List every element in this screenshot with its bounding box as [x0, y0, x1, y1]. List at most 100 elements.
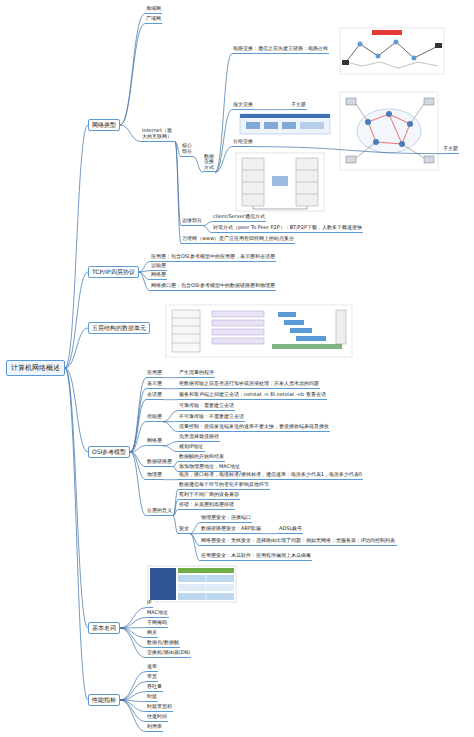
network-link: [410, 104, 424, 124]
topic-text: 物理层安全：连接端口: [201, 515, 251, 521]
sub-topic: 分层的意义: [146, 508, 173, 515]
topic-text: 可靠传输：需要建立会话: [179, 403, 234, 409]
wire: [253, 206, 254, 209]
table-divider: [206, 575, 207, 600]
topic-text: 规划IP地址: [179, 444, 204, 450]
topic-text: 基本名词: [92, 625, 116, 632]
branch-line: [130, 378, 146, 452]
switch-symbol: [412, 56, 417, 61]
branch-topic: TCP/IP四层协议: [88, 266, 139, 278]
topic-text: 应用层：包含OSI参考模型中的应用层，表示层和会话层: [151, 254, 275, 260]
branch-line: [173, 510, 178, 516]
branch-topic: 五层结构的数据单元: [88, 322, 150, 334]
branch-line: [254, 147, 442, 154]
topic-text: 流量控制：使得发送端发送的速率不要太快，要使接收端来得及接收: [179, 424, 329, 430]
topic-text: 有利于不同厂商的设备兼容: [179, 492, 239, 498]
header-block: [296, 336, 326, 341]
branch-line: [120, 692, 146, 700]
sub-topic: 表示层: [146, 381, 163, 388]
branch-topic: OSI参考模型: [88, 446, 130, 458]
topic-text: 会话层: [147, 392, 162, 398]
topic-text: 边缘部分: [182, 218, 202, 224]
topic-text: 运输层: [151, 263, 166, 269]
sub-topic: 流量控制：使得发送端发送的速率不要太快，要使接收端来得及接收: [178, 424, 330, 431]
topic-text: 电路交换：通信之前先建立链路：电路占线: [233, 46, 328, 52]
branch-line: [190, 534, 200, 561]
topic-text: 对等方式（peer To Peer P2P）：BT/P2P下载，人数多下载速度快: [213, 225, 362, 231]
topic-text: 网络层安全：无线安全：选择路由出现了问题：例如无网络；无服务器；IP访问控制列表: [201, 538, 396, 544]
topic-text: 吞吐量: [147, 684, 162, 690]
sub-topic: 局域网: [145, 6, 162, 13]
branch-line: [120, 700, 146, 712]
sub-topic: 带宽: [146, 674, 158, 681]
sub-topic: 子主题: [290, 102, 307, 109]
table-header: [178, 568, 234, 573]
sub-topic: 安全: [178, 526, 190, 533]
topic-text: 物理层: [147, 472, 162, 478]
switch-symbol: [358, 42, 363, 47]
packet-block: [264, 122, 278, 129]
layer-divider: [242, 194, 264, 195]
data-unit: [212, 338, 264, 344]
picture-frame: [148, 566, 236, 602]
sub-topic: 利用率: [146, 724, 163, 731]
message-switch-picture: [240, 114, 330, 134]
sub-topic: MAC地址: [146, 610, 169, 617]
sub-topic: 物理层安全：连接端口: [200, 515, 252, 522]
branch-line: [163, 446, 178, 452]
branch-line: [65, 328, 88, 368]
branch-line: [120, 672, 146, 700]
sub-topic: Internet（最大的互联网）: [141, 128, 175, 141]
branch-line: [120, 700, 146, 722]
branch-line: [203, 226, 212, 233]
topic-text: 网关: [147, 630, 157, 636]
topic-text: IP: [147, 600, 152, 606]
topic-text: ADSL拨号: [279, 526, 302, 532]
branch-line: [139, 272, 150, 291]
topic-text: 添加物理层地址，MAC地址: [179, 464, 240, 470]
branch-line: [163, 442, 178, 446]
sub-topic: 时延带宽积: [146, 704, 173, 711]
layer-divider: [172, 343, 200, 344]
sub-topic: 报文交换: [232, 102, 254, 109]
topic-text: 负责选择最佳路径: [179, 434, 219, 440]
circuit-link: [346, 62, 438, 68]
topic-text: 应用层: [147, 370, 162, 376]
branch-line: [65, 125, 88, 368]
host-symbol: [424, 98, 434, 105]
network-link: [368, 114, 410, 144]
topic-text: MAC地址: [147, 610, 168, 616]
branch-line: [254, 109, 290, 110]
data-unit: [212, 311, 264, 317]
network-cloud: [357, 109, 421, 153]
sub-topic: 数据包/数据帧: [146, 640, 180, 647]
sub-topic: 网络层安全：无线安全：选择路由出现了问题：例如无网络；无服务器；IP访问控制列表: [200, 538, 397, 545]
branch-line: [215, 147, 232, 173]
topic-text: 利用率: [147, 724, 162, 730]
topic-text: 速率: [147, 664, 157, 670]
topic-text: 时延带宽积: [147, 704, 172, 710]
branch-line: [139, 271, 150, 272]
router-symbol: [386, 111, 392, 117]
branch-line: [120, 628, 146, 658]
packet-block: [282, 122, 296, 129]
sub-topic: 运输层: [150, 263, 167, 270]
network-link: [389, 114, 402, 144]
topic-text: 排错：从底层到高层排错: [179, 502, 234, 508]
header-block: [284, 320, 304, 325]
host-symbol: [346, 98, 356, 105]
sub-topic: 添加物理层地址，MAC地址: [178, 464, 241, 471]
sub-topic: 电压，接口标准，电缆标准/接线标准，通信速率：电压多少代表1，电压多少代表0: [178, 472, 363, 479]
router-box: [272, 176, 288, 186]
header-block: [278, 312, 296, 317]
sub-topic: 产生流量的程序: [178, 370, 215, 377]
branch-line: [65, 368, 88, 700]
sub-topic: 应用层安全：木马软件：应用程序漏洞上木马病毒: [200, 553, 312, 560]
picture-frame: [236, 153, 324, 211]
topic-text: 分层的意义: [147, 508, 172, 514]
sub-topic: 不可靠传输：不需要建立会话: [178, 414, 245, 421]
switch-symbol: [394, 40, 399, 45]
branch-topic: 性能指标: [88, 694, 120, 706]
topic-text: 局域网: [146, 6, 161, 12]
